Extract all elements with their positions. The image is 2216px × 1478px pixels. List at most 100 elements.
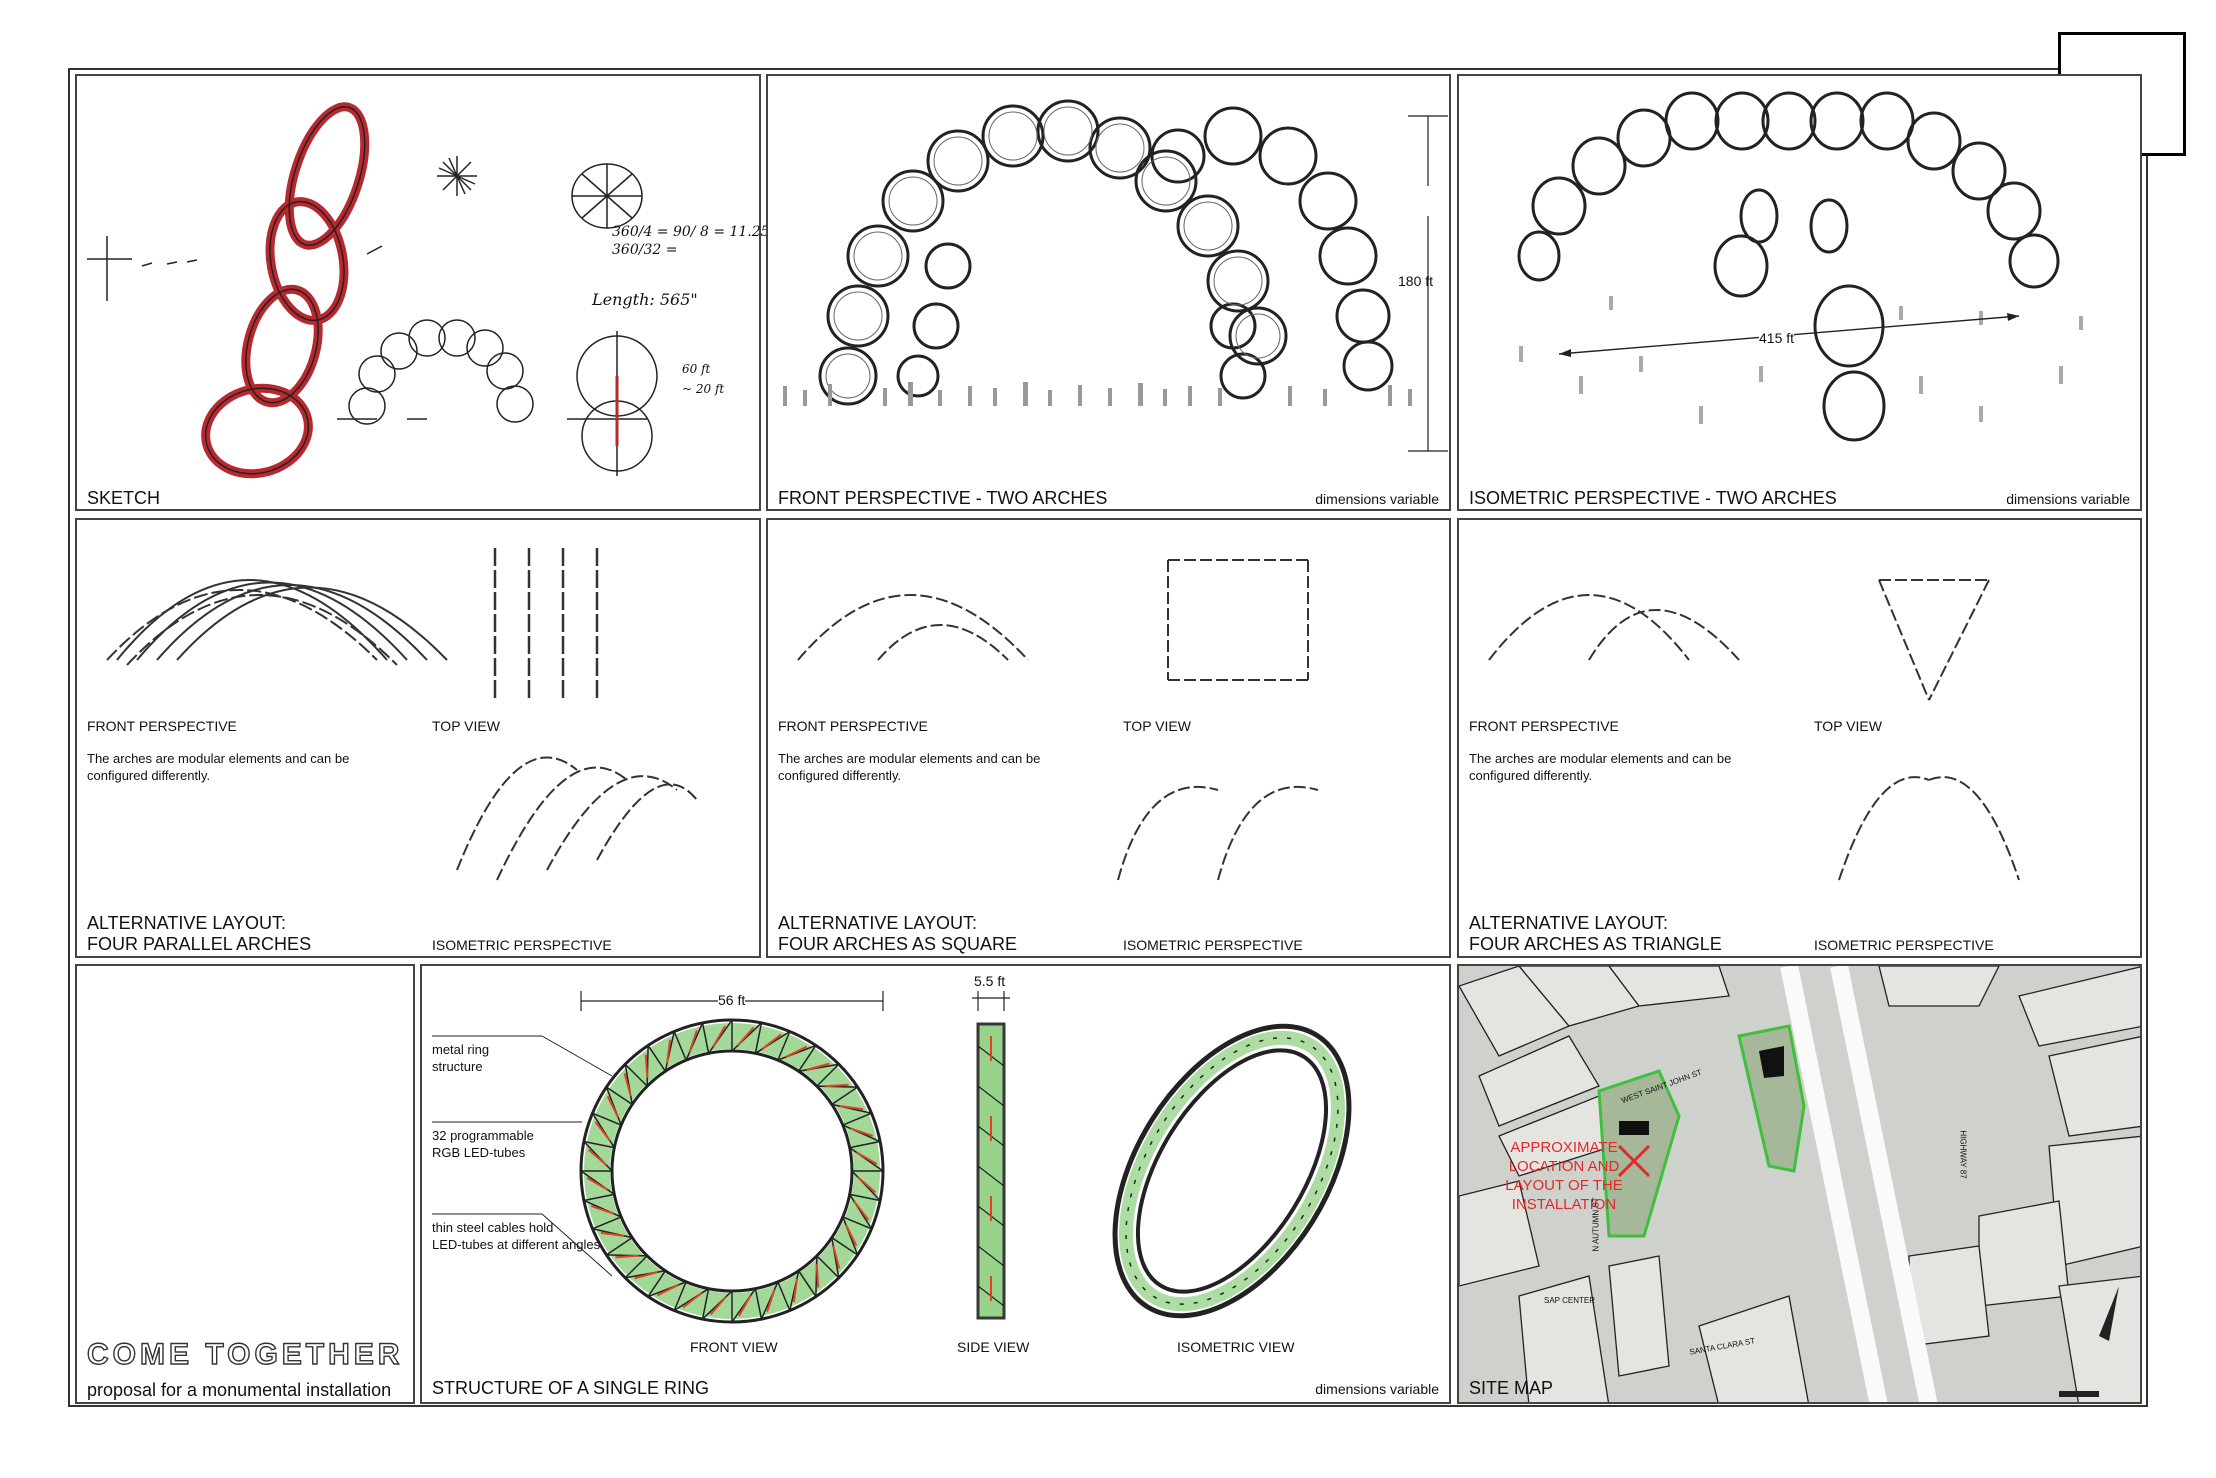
truss-diagonal <box>592 1228 633 1239</box>
led-tube <box>806 1062 830 1071</box>
isometric-view-label: ISOMETRIC VIEW <box>1177 1339 1295 1355</box>
front-arches-drawing <box>783 99 1448 452</box>
truss-spoke <box>831 1086 858 1105</box>
truss-diagonal <box>842 1216 859 1256</box>
annotation-cables-1: thin steel cables hold <box>432 1220 554 1235</box>
parallel-layout-line1: ALTERNATIVE LAYOUT: <box>87 913 287 933</box>
square-front-drawing <box>797 559 1319 881</box>
led-tube <box>792 1278 798 1303</box>
truss-spoke <box>624 1063 648 1087</box>
square-front-label: FRONT PERSPECTIVE <box>778 718 928 734</box>
truss-diagonal <box>606 1254 648 1257</box>
led-tube <box>656 1284 679 1297</box>
led-tube <box>682 1292 703 1309</box>
sketch-drawing <box>87 102 658 479</box>
led-tube <box>688 1029 698 1053</box>
truss-spoke <box>647 1045 666 1072</box>
truss-diagonal <box>647 1281 687 1298</box>
depth-dimension-label: 5.5 ft <box>974 973 1006 989</box>
diameter-dimension-label: 56 ft <box>718 992 746 1008</box>
led-tube <box>594 1121 611 1142</box>
led-tube <box>666 1039 672 1064</box>
parallel-iso-label: ISOMETRIC PERSPECTIVE <box>432 937 612 953</box>
iso-arches-drawing <box>1517 91 2083 442</box>
truss-diagonal <box>849 1146 884 1172</box>
ring-structure-caption: STRUCTURE OF A SINGLE RING <box>432 1378 710 1398</box>
iso-dims-note: dimensions variable <box>2006 491 2130 507</box>
height-dimension-label: 180 ft <box>1398 273 1434 289</box>
truss-diagonal <box>755 1030 791 1054</box>
truss-diagonal <box>583 1199 622 1218</box>
truss-spoke <box>798 1045 817 1072</box>
site-map-image <box>1459 966 2140 1402</box>
triangle-front-drawing <box>1488 579 2020 881</box>
led-tube <box>853 1200 870 1221</box>
led-tube <box>785 1045 808 1058</box>
truss-diagonal <box>777 1044 817 1061</box>
truss-spoke <box>701 1022 710 1054</box>
sketch-note-2: 360/32 = <box>612 242 678 258</box>
truss-diagonal <box>731 1022 762 1052</box>
led-tube <box>644 1054 649 1078</box>
truss-spoke <box>592 1216 622 1230</box>
truss-spoke <box>606 1237 633 1256</box>
ring-front-view <box>432 991 1352 1324</box>
isometric-perspective-caption: ISOMETRIC PERSPECTIVE - TWO ARCHES <box>1469 488 1837 508</box>
led-tube <box>766 1289 776 1313</box>
led-tube <box>587 1148 607 1166</box>
truss-diagonal <box>624 1064 633 1105</box>
square-layout-line2: FOUR ARCHES AS SQUARE <box>778 934 1018 954</box>
truss-diagonal <box>646 1045 649 1087</box>
truss-spoke <box>673 1281 687 1311</box>
square-arches-panel: FRONT PERSPECTIVE TOP VIEW The arches ar… <box>766 518 1451 958</box>
front-perspective-caption: FRONT PERSPECTIVE - TWO ARCHES <box>778 488 1108 508</box>
title-panel: COME TOGETHER proposal for a monumental … <box>75 964 415 1404</box>
led-tube <box>586 1177 608 1191</box>
sheet-frame <box>68 68 2148 1407</box>
truss-diagonal <box>591 1112 615 1148</box>
parallel-front-drawing <box>106 548 698 881</box>
led-tube <box>606 1095 619 1118</box>
truss-spoke <box>606 1086 633 1105</box>
truss-diagonal <box>760 1281 779 1320</box>
led-tube <box>815 1264 820 1288</box>
truss-diagonal <box>798 1063 839 1072</box>
square-top-label: TOP VIEW <box>1123 718 1191 734</box>
truss-spoke <box>798 1270 817 1297</box>
truss-spoke <box>849 1193 881 1202</box>
led-tube <box>600 1231 625 1237</box>
truss-diagonal <box>849 1194 873 1230</box>
truss-diagonal <box>789 1270 800 1311</box>
truss-spoke <box>592 1112 622 1126</box>
truss-spoke <box>647 1270 666 1297</box>
isometric-perspective-panel: 415 ft ISOMETRIC PERSPECTIVE - TWO ARCHE… <box>1457 74 2142 511</box>
site-map-panel: APPROXIMATE LOCATION AND LAYOUT OF THE I… <box>1457 964 2142 1404</box>
sketch-note-1: 360/4 = 90/ 8 = 11.25 <box>612 224 770 240</box>
led-tube <box>634 1271 658 1280</box>
street-label-autumn: N AUTUMN ST <box>1591 1197 1601 1252</box>
truss-diagonal <box>664 1031 675 1072</box>
truss-diagonal <box>842 1124 881 1143</box>
front-dims-note: dimensions variable <box>1315 491 1439 507</box>
led-tube <box>850 1127 874 1137</box>
truss-diagonal <box>583 1141 613 1172</box>
annotation-led-tubes-2: RGB LED-tubes <box>432 1145 526 1160</box>
annotation-cables-2: LED-tubes at different angles <box>432 1237 601 1252</box>
led-tube <box>712 1025 726 1047</box>
parallel-note: The arches are modular elements and can … <box>87 751 350 783</box>
installation-location-note: APPROXIMATE LOCATION AND LAYOUT OF THE I… <box>1505 1139 1623 1213</box>
truss-diagonal <box>625 1270 666 1279</box>
sketch-caption: SKETCH <box>87 488 161 508</box>
street-label-highway: HIGHWAY 87 <box>1958 1130 1968 1179</box>
truss-spoke <box>583 1140 615 1149</box>
square-iso-label: ISOMETRIC PERSPECTIVE <box>1123 937 1303 953</box>
square-layout-line1: ALTERNATIVE LAYOUT: <box>778 913 978 933</box>
triangle-layout-line1: ALTERNATIVE LAYOUT: <box>1469 913 1669 933</box>
truss-diagonal <box>831 1103 872 1114</box>
led-tube <box>623 1073 632 1097</box>
led-tube <box>615 1254 639 1259</box>
triangle-front-label: FRONT PERSPECTIVE <box>1469 718 1619 734</box>
parallel-top-label: TOP VIEW <box>432 718 500 734</box>
span-dimension-label: 415 ft <box>1759 330 1795 346</box>
led-tube <box>761 1033 782 1050</box>
